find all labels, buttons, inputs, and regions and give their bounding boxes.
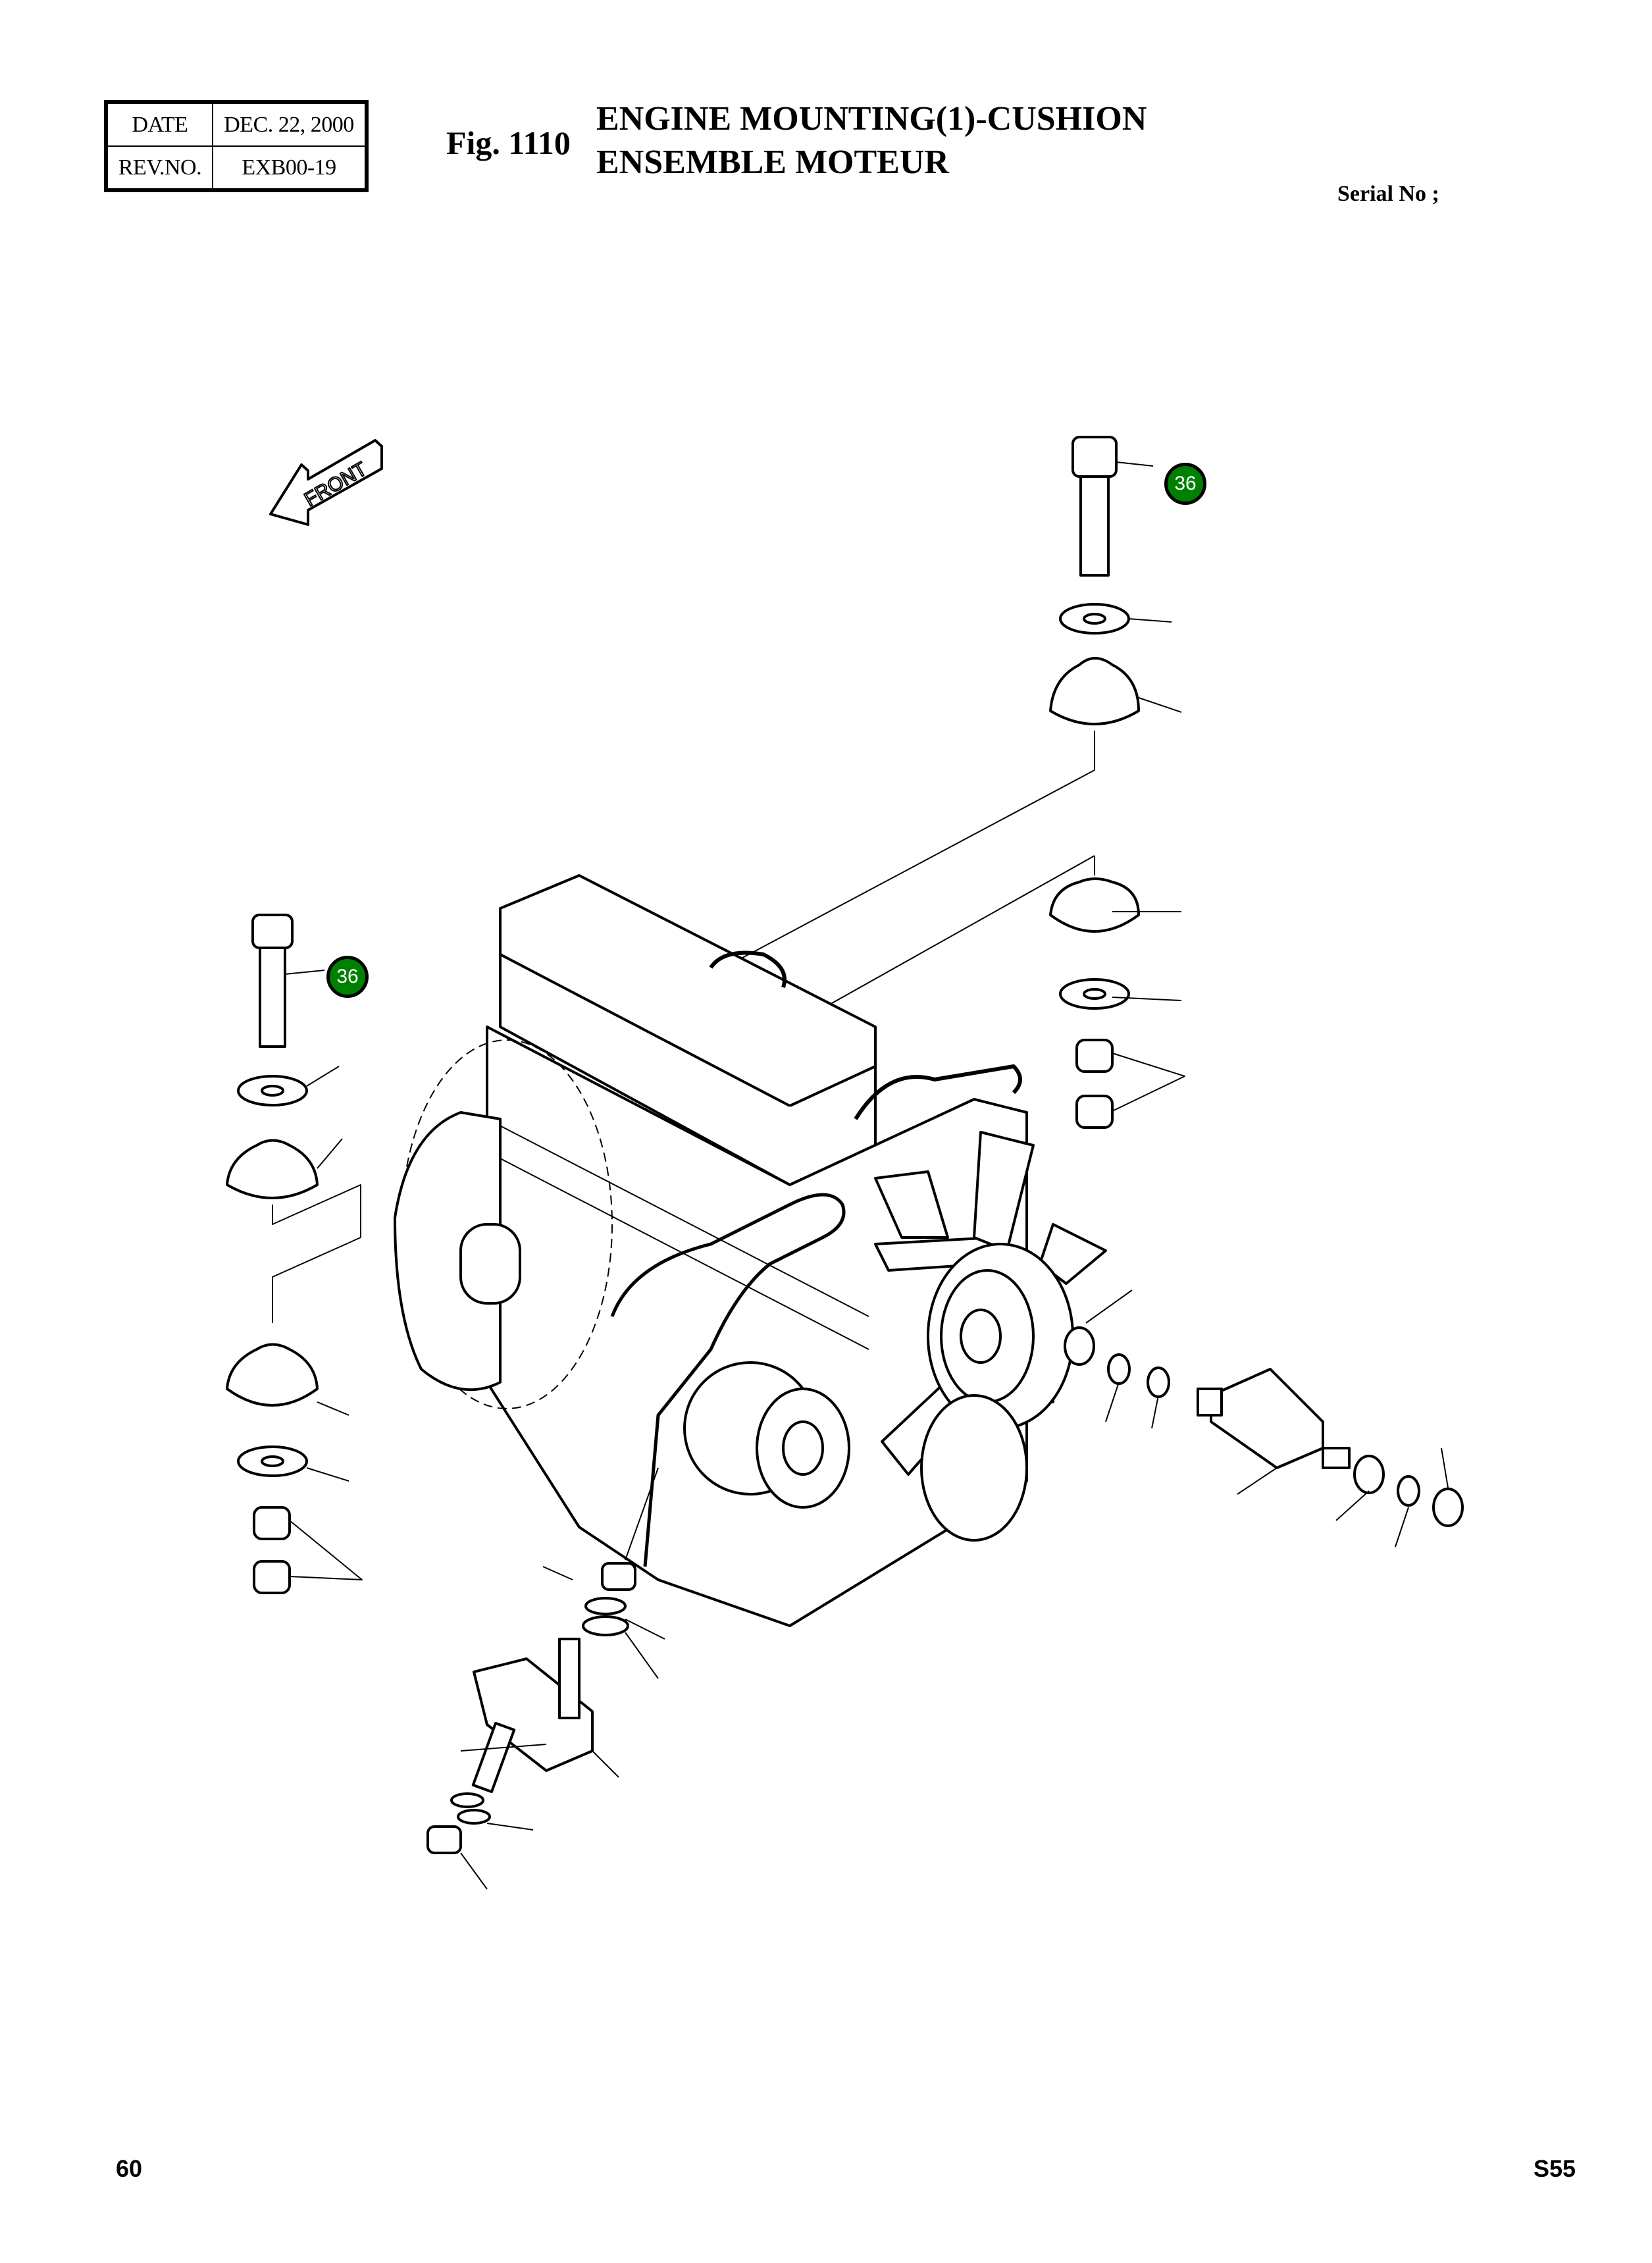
callout-36-left[interactable]: 36 xyxy=(326,956,369,998)
front-arrow-icon: FRONT xyxy=(269,439,383,526)
rev-label: REV.NO. xyxy=(107,146,213,189)
engine-assembly xyxy=(394,874,1107,1627)
revision-table: DATE DEC. 22, 2000 REV.NO. EXB00-19 xyxy=(104,100,369,192)
title-english: ENGINE MOUNTING(1)-CUSHION xyxy=(596,100,1147,138)
rev-value: EXB00-19 xyxy=(213,146,365,189)
figure-number: Fig. 1110 xyxy=(446,124,571,161)
serial-number-label: Serial No ; xyxy=(1337,182,1439,206)
title-block: ENGINE MOUNTING(1)-CUSHION ENSEMBLE MOTE… xyxy=(596,97,1147,184)
date-value: DEC. 22, 2000 xyxy=(213,103,365,146)
model-code: S55 xyxy=(1534,2155,1576,2182)
page-number: 60 xyxy=(116,2155,143,2182)
lower-mount-stack xyxy=(426,1467,665,1890)
date-label: DATE xyxy=(107,103,213,146)
title-french: ENSEMBLE MOTEUR xyxy=(596,143,949,181)
front-mount-stack xyxy=(1064,1289,1464,1548)
right-mount-stack xyxy=(723,436,1185,1129)
left-mount-stack xyxy=(226,914,363,1594)
callout-36-right[interactable]: 36 xyxy=(1164,463,1206,505)
